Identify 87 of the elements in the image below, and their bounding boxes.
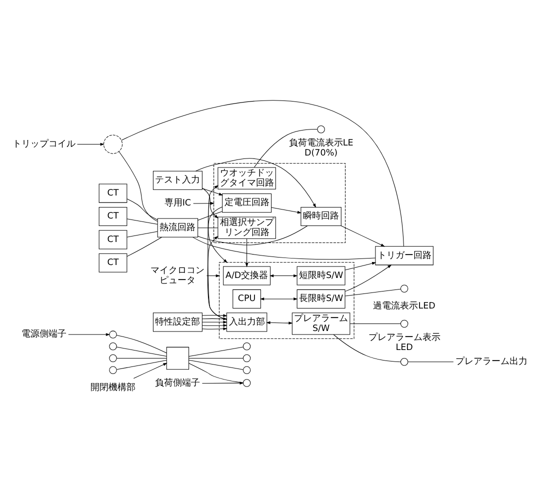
node-box: CT [98, 206, 128, 226]
node-label: 負荷電流表示LED(70%) [288, 138, 354, 158]
arrow [270, 274, 298, 278]
connector [116, 358, 167, 359]
node-box: CPU [232, 289, 261, 309]
node-box: ウオッチドッグタイマ回路 [218, 167, 276, 190]
arrow [202, 188, 218, 218]
node-circle [242, 342, 251, 350]
connector [126, 198, 158, 220]
node-circle [317, 125, 325, 134]
arrow [196, 158, 316, 208]
node-text: 負荷側端子 [155, 378, 200, 389]
node-circle [109, 330, 117, 338]
node-coil [103, 134, 123, 154]
node-circle [400, 284, 408, 293]
node-text: プレアラーム出力 [455, 356, 528, 367]
connector [126, 218, 158, 225]
connector [188, 358, 244, 359]
node-box: CT [98, 253, 128, 272]
node-box: 定電圧回路 [222, 194, 272, 213]
connector [116, 360, 167, 370]
connector [121, 100, 404, 247]
node-text: 開閉機構部 [90, 382, 136, 393]
node-circle [400, 358, 408, 366]
arrow [202, 317, 228, 320]
arrow [202, 320, 228, 324]
connector [126, 231, 158, 238]
connector [118, 151, 158, 222]
arrow [68, 333, 110, 336]
connector [192, 236, 376, 260]
node-box: 相選択サンプリング回路 [218, 216, 276, 239]
node-box: プレアラームS/W [292, 312, 350, 335]
connector [116, 334, 167, 354]
arrow [207, 236, 227, 320]
node-box: 特性設定部 [152, 312, 202, 332]
node-box: 瞬時回路 [300, 206, 342, 226]
connector [350, 323, 401, 324]
arrow [340, 226, 386, 247]
node-box [166, 346, 190, 370]
node-circle [109, 354, 117, 362]
connector [116, 346, 167, 357]
node-text: 専用IC [164, 198, 192, 209]
arrow [202, 382, 244, 384]
node-text: トリップコイル [12, 139, 76, 150]
arrow [260, 298, 298, 300]
node-box: 短限時S/W [296, 266, 346, 286]
node-text: 電源側端子 [21, 330, 66, 340]
arrow [208, 185, 227, 320]
connector [126, 236, 162, 257]
connector [344, 288, 401, 296]
arrow [202, 327, 228, 330]
arrow [202, 188, 224, 196]
node-label: 過電流表示LED [373, 301, 436, 312]
node-label: プレアラーム表示LED [368, 333, 440, 353]
arrow [271, 207, 302, 214]
arrow [266, 321, 293, 324]
arrow [202, 314, 228, 317]
arrow [193, 202, 215, 205]
connector [198, 211, 222, 221]
node-box: A/D交換器 [223, 266, 271, 286]
arrow [206, 274, 220, 278]
node-circle [109, 342, 117, 350]
arrow [245, 238, 248, 268]
node-box: 入出力部 [226, 312, 268, 332]
arrow [77, 142, 104, 146]
connector [188, 346, 244, 357]
connector [254, 128, 318, 168]
node-box: トリガー回路 [375, 246, 434, 266]
arrow [202, 324, 228, 327]
node-box: 長限時S/W [296, 289, 346, 309]
arrow [344, 264, 392, 292]
node-circle [400, 320, 408, 328]
connector [188, 360, 244, 370]
node-box: テスト入力 [152, 170, 202, 190]
node-circle [242, 366, 251, 374]
arrow [208, 206, 228, 263]
node-box: CT [98, 230, 128, 250]
node-circle [242, 379, 251, 387]
node-circle [242, 354, 251, 362]
node-circle [109, 366, 117, 374]
node-text: マイクロコンピュータ [150, 266, 205, 286]
connector [198, 226, 308, 246]
node-box: 熱流回路 [157, 218, 198, 238]
arrow [344, 262, 376, 270]
connector [333, 334, 401, 362]
arrow [133, 362, 168, 379]
node-box: CT [98, 184, 128, 203]
